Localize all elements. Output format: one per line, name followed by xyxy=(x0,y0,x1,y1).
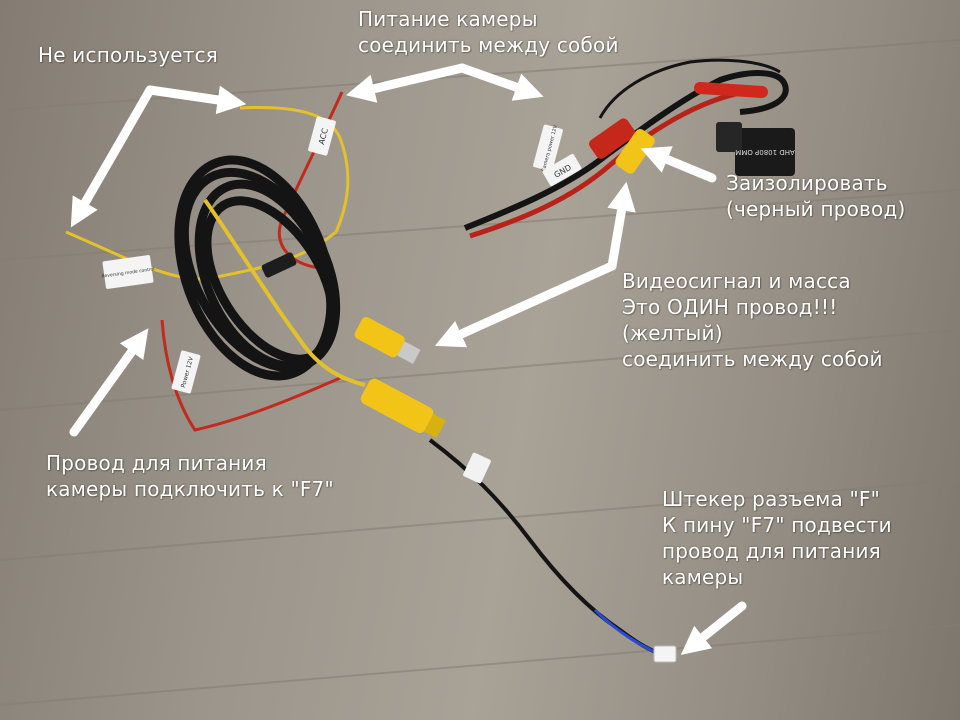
camera-body: AHD 1080P OMM xyxy=(716,122,795,176)
cable-tag xyxy=(463,452,491,484)
camera-black-lead xyxy=(598,58,781,119)
label-not-used: Не используется xyxy=(38,43,219,67)
label-f7-wire: Провод для питания камеры подключить к "… xyxy=(46,451,334,501)
arrow-not-used-right xyxy=(145,85,247,115)
tag-gnd: GND xyxy=(542,153,582,187)
arrow-power-left xyxy=(345,63,467,103)
rca-plug-male xyxy=(354,317,421,364)
coiled-cable xyxy=(174,155,341,381)
arrow-f-connector xyxy=(680,601,747,655)
label-insulate: Заизолировать (черный провод) xyxy=(726,171,906,221)
camera-label: AHD 1080P OMM xyxy=(735,148,795,156)
camera-twin-cable xyxy=(463,70,789,231)
camera-rca-red xyxy=(589,118,636,159)
camera-rca-yellow xyxy=(615,129,655,174)
label-video-signal: Видеосигнал и масса Это ОДИН провод!!! (… xyxy=(622,269,883,371)
tag-camera-power: Camera power 12V xyxy=(533,124,563,172)
coil-yellow-wire xyxy=(203,198,366,387)
red-wire-f7 xyxy=(160,319,341,432)
tag-reversing: Reversing mode control xyxy=(101,255,155,289)
floor-planks xyxy=(0,39,960,706)
arrow-f7 xyxy=(69,328,149,437)
label-f-connector: Штекер разъема "F" К пину "F7" подвести … xyxy=(662,487,892,589)
arrow-power-right xyxy=(457,63,544,101)
camera-red-plug-right xyxy=(694,82,768,98)
arrow-video-left xyxy=(434,261,617,348)
blue-wire xyxy=(593,608,656,654)
tag-power: Power 12V xyxy=(171,350,201,394)
annotation-arrows xyxy=(69,63,747,655)
arrow-video-up xyxy=(607,181,636,271)
svg-text:ACC: ACC xyxy=(317,127,330,146)
f-connector xyxy=(653,645,677,663)
arrow-not-used-left xyxy=(70,85,155,228)
arrow-insulate xyxy=(640,146,717,183)
label-camera-power: Питание камеры соединить между собой xyxy=(358,7,619,57)
rca-plug-female xyxy=(360,378,446,439)
coil-tie xyxy=(261,252,297,278)
camera-red-cable xyxy=(469,89,746,239)
tag-acc: ACC xyxy=(308,116,336,156)
